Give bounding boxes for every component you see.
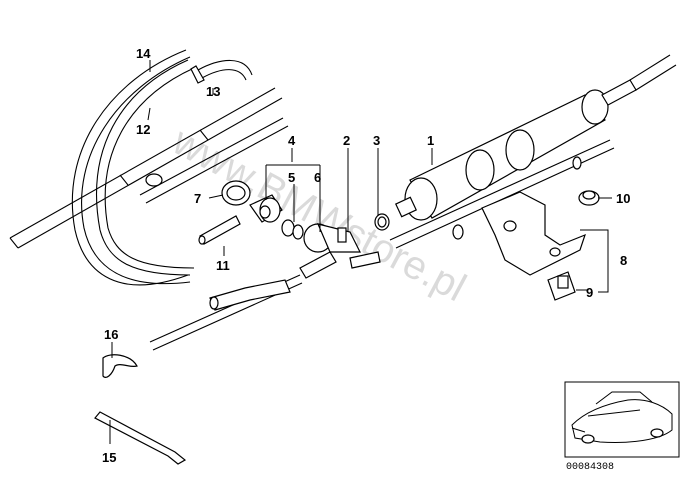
part-9-clip: [547, 271, 576, 301]
fuel-line-left: [9, 87, 289, 249]
callout-11: 11: [216, 258, 230, 273]
part-2-connector: [299, 223, 381, 279]
part-16-clip: [102, 354, 138, 378]
hose-13: [190, 60, 253, 84]
part-5-6-orings: [281, 219, 304, 240]
part-11-tube: [198, 215, 241, 245]
callout-5: 5: [288, 170, 295, 185]
part-1-fuel-filter: [394, 54, 677, 221]
part-10-grommet: [578, 190, 600, 206]
callout-6: 6: [314, 170, 321, 185]
callout-2: 2: [343, 133, 350, 148]
callout-3: 3: [373, 133, 380, 148]
document-id: 00084308: [566, 462, 614, 473]
callout-14: 14: [136, 46, 151, 61]
callout-12: 12: [136, 122, 150, 137]
vehicle-thumbnail: [564, 381, 680, 458]
fuel-line-right: [389, 139, 615, 249]
hose-12: [96, 59, 195, 276]
callout-8: 8: [620, 253, 627, 268]
car-illustration: [571, 391, 673, 444]
callout-16: 16: [104, 327, 118, 342]
part-8-bracket: [481, 191, 586, 276]
part-4-regulator: [249, 194, 283, 223]
callout-4: 4: [288, 133, 296, 148]
callout-9: 9: [586, 285, 593, 300]
callout-15: 15: [102, 450, 116, 465]
part-3-oring: [374, 213, 390, 231]
fuel-line-lower: [149, 274, 303, 351]
callout-13: 13: [206, 84, 220, 99]
part-7-clamp: [221, 180, 251, 206]
part-15-cable-tie: [94, 411, 187, 465]
leader-lines: [109, 60, 612, 444]
callout-10: 10: [616, 191, 630, 206]
callout-7: 7: [194, 191, 201, 206]
callouts: 14 13 12 4 5 6 7 11 2 3 1 10 8 9 16 15: [102, 46, 630, 465]
callout-1: 1: [427, 133, 434, 148]
hose-14: [71, 49, 191, 286]
